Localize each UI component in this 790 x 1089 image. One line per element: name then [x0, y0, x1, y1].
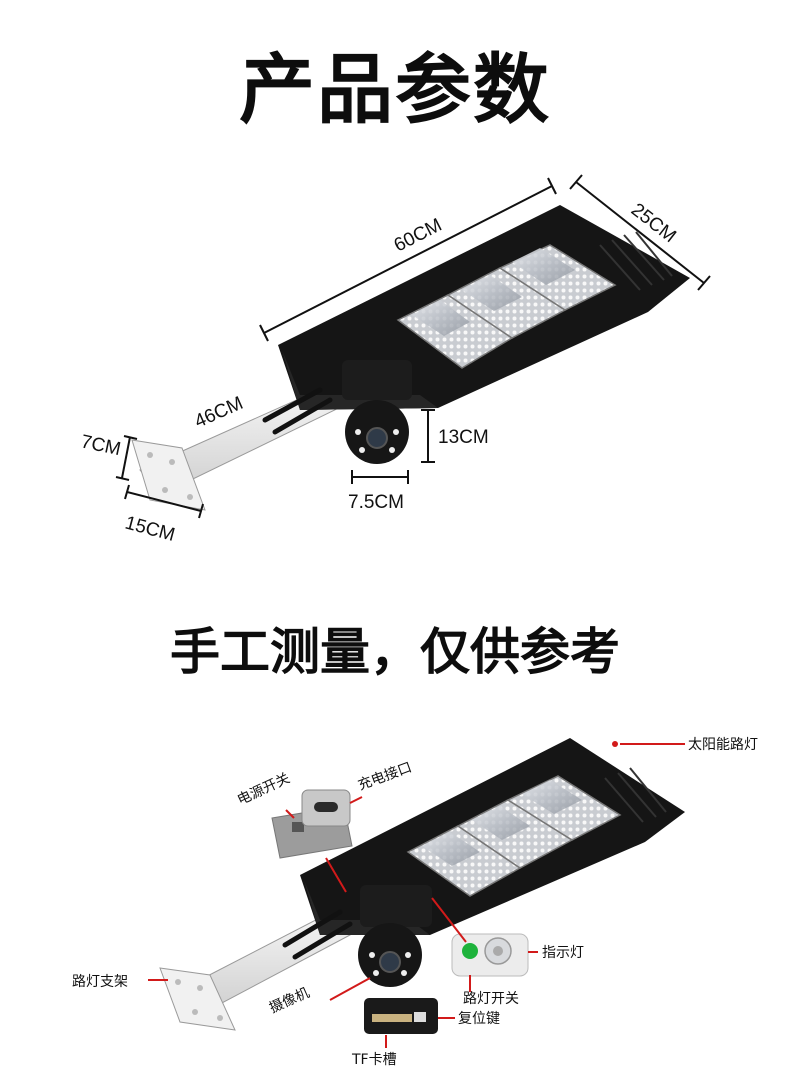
disclaimer-title: 手工测量，仅供参考	[170, 623, 620, 681]
label-indicator-light: 指示灯	[542, 945, 584, 961]
street-light-figure-bottom: 太阳能路灯 电源开关 充电接口 指示灯 路灯开关 路灯支架 摄像机 复位键 TF…	[72, 737, 758, 1068]
label-bracket: 路灯支架	[72, 974, 128, 990]
indicator-inset	[451, 933, 529, 977]
dim-bracket-width-label: 15CM	[123, 513, 177, 546]
label-charging-port: 充电接口	[356, 759, 414, 794]
label-power-switch: 电源开关	[235, 770, 293, 808]
label-tf-slot: TF卡槽	[351, 1052, 397, 1068]
charging-port-inset	[301, 789, 351, 827]
antennas	[262, 387, 333, 435]
sd-card-icon	[372, 1014, 412, 1022]
security-camera	[342, 360, 412, 464]
label-camera: 摄像机	[267, 985, 312, 1017]
tf-slot-inset	[364, 998, 438, 1034]
page-title: 产品参数	[239, 45, 551, 134]
dim-length-label: 60CM	[391, 215, 446, 257]
label-reset-key: 复位键	[458, 1010, 500, 1027]
label-solar-light: 太阳能路灯	[688, 737, 758, 753]
dim-camera-height-label: 13CM	[438, 427, 489, 448]
dim-camera-width-label: 7.5CM	[348, 492, 404, 513]
security-camera-2	[358, 885, 432, 987]
led-panels-2	[406, 775, 622, 897]
led-panels	[396, 244, 617, 369]
dimension-lines	[115, 174, 711, 519]
heat-fins	[599, 231, 673, 291]
dim-bracket-height-label: 7CM	[79, 431, 123, 460]
label-light-switch: 路灯开关	[463, 991, 519, 1007]
green-led-icon	[462, 943, 478, 959]
usb-c-icon	[314, 802, 338, 812]
callout-lines	[148, 743, 685, 1048]
dim-width-label: 25CM	[627, 199, 680, 247]
street-light-figure-top: 60CM 25CM 46CM 7CM 15CM 13CM 7.5CM	[79, 174, 711, 546]
toggle-icon	[292, 822, 304, 832]
